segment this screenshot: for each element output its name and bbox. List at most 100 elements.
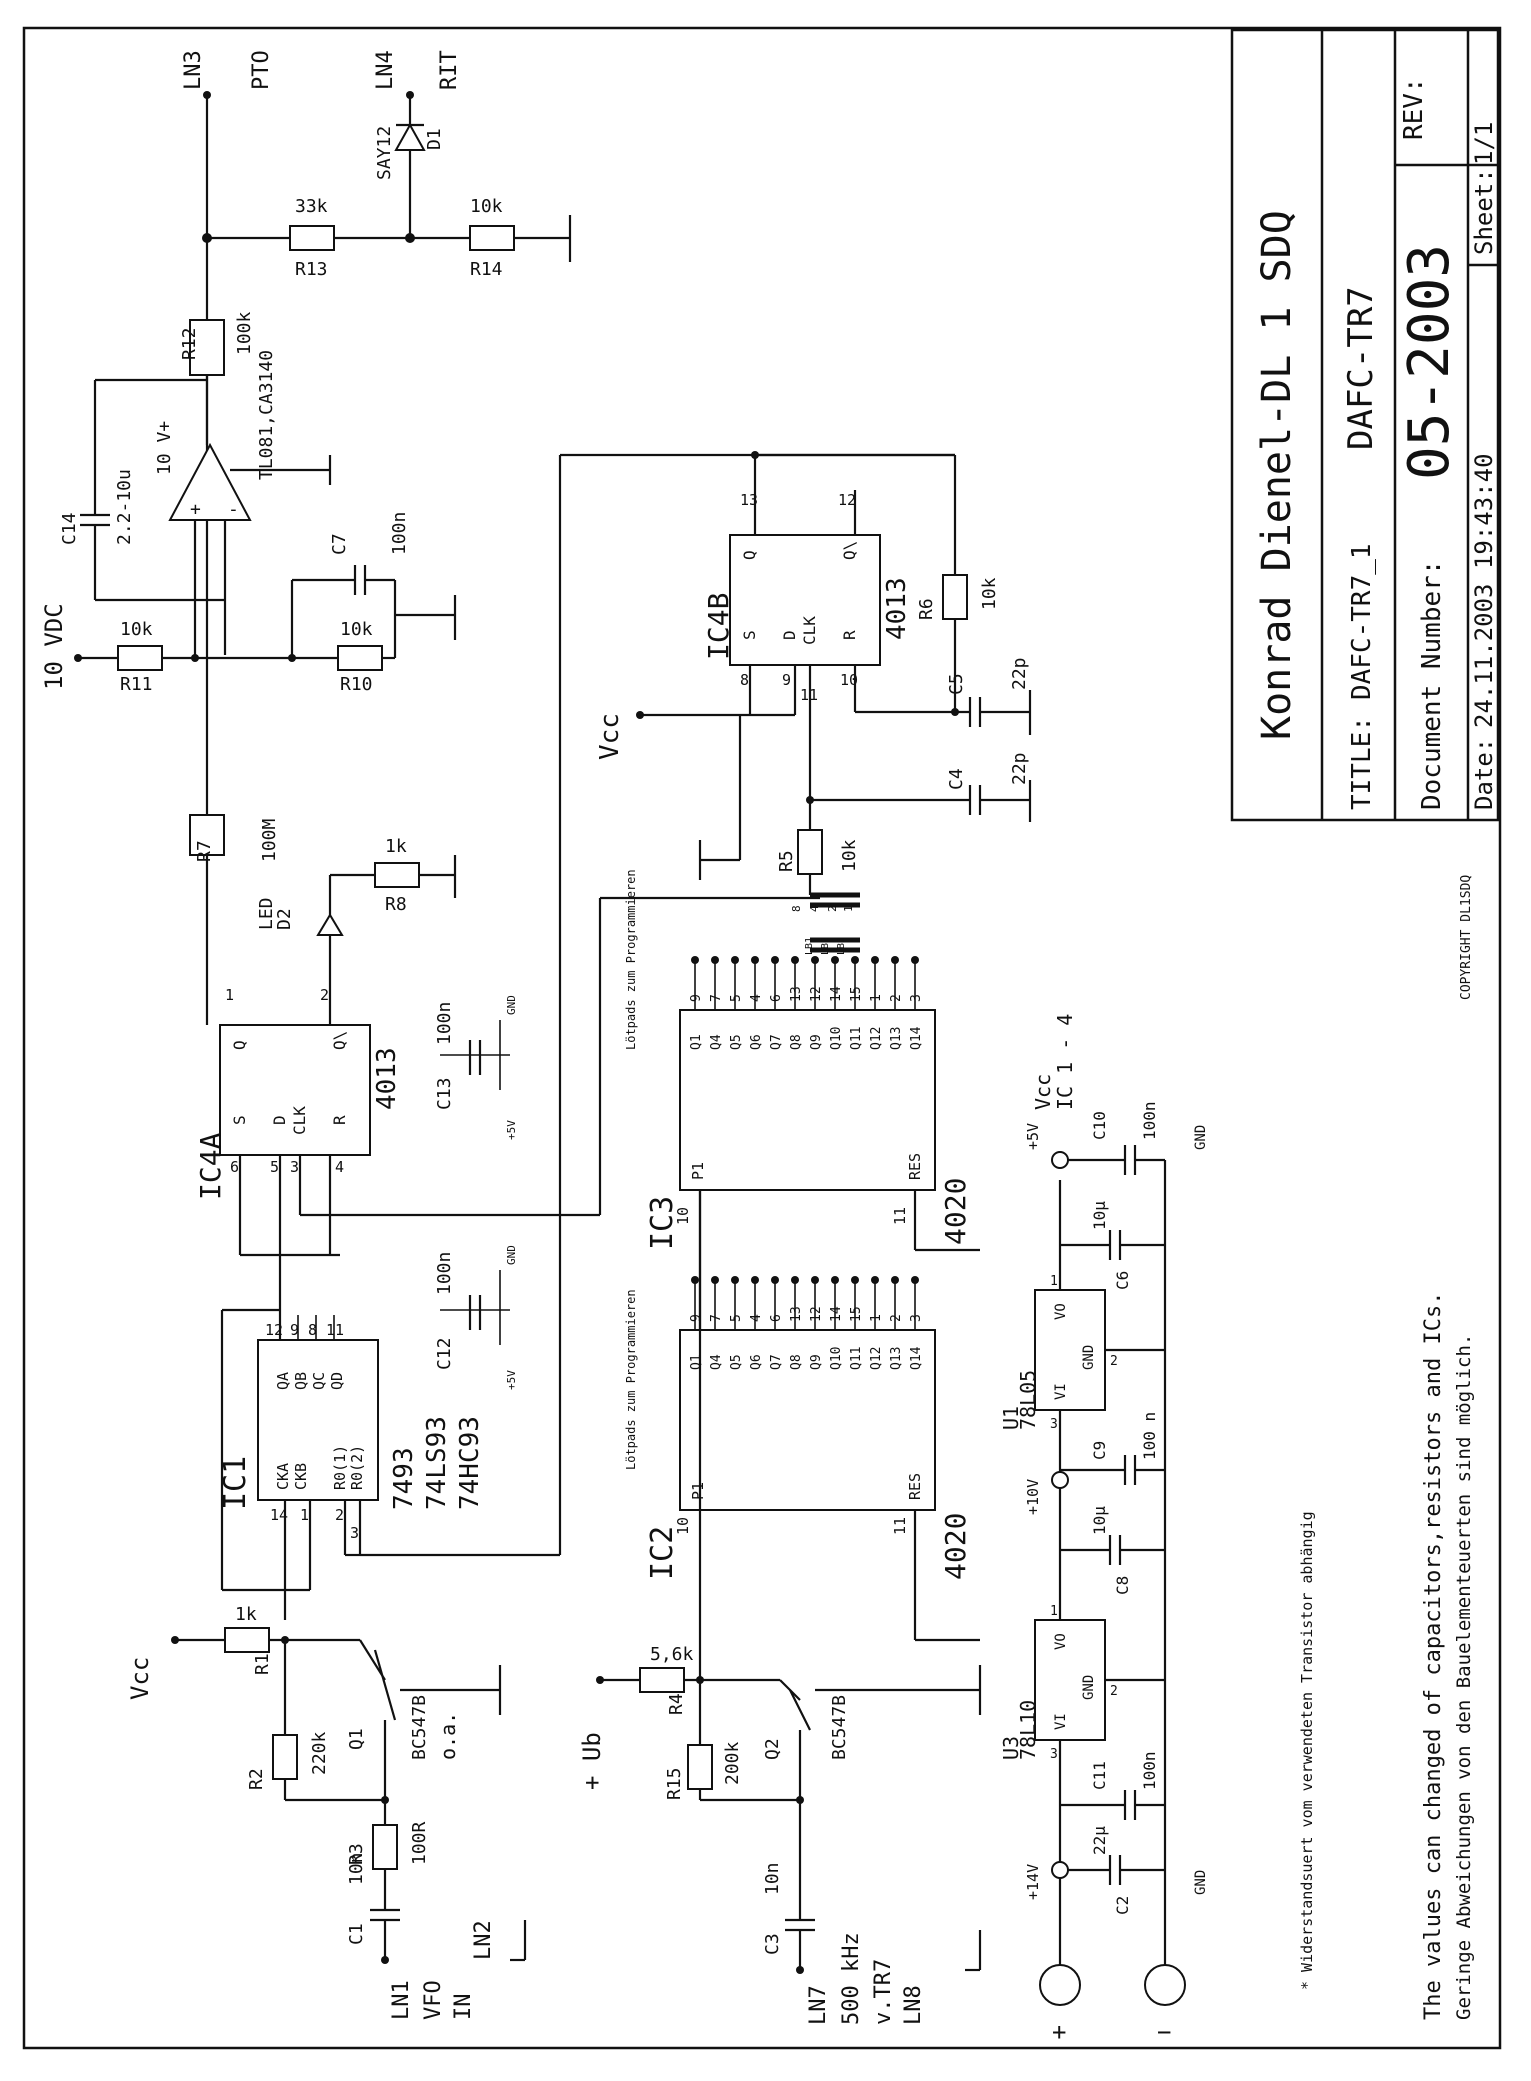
ic4b-pin-qn: Q\ [840, 541, 859, 560]
u1-pin2: 2 [1110, 1354, 1118, 1369]
c13-label: C13 [434, 1077, 455, 1110]
ic2-output-pin: 7 [709, 1314, 724, 1322]
c12-label: C12 [434, 1337, 455, 1370]
ic1-type1: 7493 [389, 1447, 419, 1510]
ic4b-pin8: 8 [740, 671, 749, 689]
title-label: TITLE: [1347, 716, 1377, 810]
c9-value: 100 n [1140, 1412, 1159, 1460]
r3-label: R3 [346, 1843, 367, 1865]
opamp-section: R12 100k 33k R13 10k R14 D1 SAY12 LN3 PT… [40, 50, 572, 1030]
c11-label: C11 [1090, 1761, 1109, 1790]
ic1-pin11: 11 [326, 1321, 344, 1339]
resistor-r8 [374, 862, 420, 888]
d1-type: SAY12 [374, 126, 395, 180]
ic3-solder-pad [891, 956, 899, 964]
c3-label: C3 [762, 1933, 783, 1955]
ic1-block: IC1 7493 74LS93 74HC93 CKA CKB R0(1) R0(… [218, 453, 955, 1620]
ic2-output-pin: 12 [809, 1306, 824, 1322]
ic2-output-label: Q5 [729, 1354, 744, 1370]
ic4a-pin6: 6 [230, 1158, 239, 1176]
u3-gnd: GND [1081, 1675, 1097, 1700]
q1-type: BC547B [409, 1695, 430, 1760]
ic3-output-pin: 7 [709, 994, 724, 1002]
q2-label: Q2 [762, 1738, 783, 1760]
u2-supply: 10 V+ [154, 421, 175, 475]
ic2-outputs: Q19Q47Q55Q64Q76Q813Q912Q1014Q1115Q121Q13… [689, 1276, 924, 1370]
ic1-pin12: 12 [265, 1321, 283, 1339]
c11-value: 100n [1140, 1751, 1159, 1790]
title-name: DAFC-TR7 [1341, 286, 1381, 450]
ic3-solder-pad [851, 956, 859, 964]
c8-label: C8 [1113, 1576, 1132, 1595]
ic2-output-pin: 9 [689, 1314, 704, 1322]
ic4a-pin5: 5 [270, 1158, 279, 1176]
u1-pin1: 1 [1050, 1274, 1058, 1289]
resistor-r10 [337, 645, 383, 671]
copyright: COPYRIGHT DL1SDQ [1459, 875, 1474, 1000]
d1-label: D1 [424, 128, 445, 150]
doc-number: 05-2003 [1397, 244, 1462, 480]
ic3-block: IC3 4020 P1 RES 10 11 Lötpads zum Progra… [624, 869, 980, 1330]
ic2-solder-pad [831, 1276, 839, 1284]
ic2-output-pin: 14 [829, 1306, 844, 1322]
ic4b-pin12: 12 [838, 491, 856, 509]
doc-number-label: Document Number: [1417, 560, 1447, 810]
r14-label: R14 [470, 259, 503, 280]
ic2-output-pin: 15 [849, 1306, 864, 1322]
r6-value: 10k [979, 577, 1000, 610]
ic1-pin2: 2 [335, 1506, 344, 1524]
ic3-output-pin: 4 [749, 994, 764, 1002]
ic1-label: IC1 [218, 1456, 253, 1510]
regulator-u3 [1034, 1619, 1106, 1741]
ic2-solder-pad [771, 1276, 779, 1284]
ic3-output-label: Q11 [849, 1027, 864, 1050]
v5-label: +5V [1024, 1123, 1042, 1150]
ic4a-pin2: 2 [320, 986, 329, 1004]
ic4a-type: 4013 [372, 1047, 402, 1110]
terminal-minus [1144, 1964, 1186, 2006]
ic3-type: 4020 [939, 1178, 972, 1245]
ic2-output-label: Q11 [849, 1347, 864, 1370]
c14-value: 2.2-10u [114, 469, 135, 545]
ic3-solder-pad [831, 956, 839, 964]
ic3-solder-pad [811, 956, 819, 964]
vfo-label: VFO [421, 1980, 446, 2020]
ic2-solder-pad [691, 1276, 699, 1284]
vcc-q1-label: Vcc [126, 1657, 154, 1700]
rev-label: REV: [1399, 77, 1429, 140]
vcc-ic4b-label: Vcc [595, 713, 625, 760]
ic3-output-label: Q4 [709, 1034, 724, 1050]
ic4a-box [219, 1024, 371, 1156]
ic4b-box [729, 534, 881, 666]
c9-label: C9 [1090, 1441, 1109, 1460]
ic2-solder-pad [871, 1276, 879, 1284]
ic4a-block: IC4A 4013 S D CLK R Q Q\ 6 5 3 4 1 2 C13… [194, 896, 820, 1390]
r10-label: R10 [340, 674, 373, 695]
c13-5v: +5V [505, 1120, 518, 1140]
ic2-box [679, 1329, 936, 1511]
r10-value: 10k [340, 619, 373, 640]
ub-label: + Ub [578, 1732, 606, 1790]
ic3-solder-pad [751, 956, 759, 964]
ic4a-pin-q: Q [230, 1040, 249, 1050]
c5-value: 22p [1009, 657, 1030, 690]
ic3-output-label: Q13 [889, 1027, 904, 1050]
vcc-ic-label: Vcc [1031, 1074, 1055, 1110]
ic2-output-label: Q14 [909, 1346, 924, 1370]
vdc-label: 10 VDC [40, 603, 68, 690]
ic4b-pin-q: Q [740, 550, 759, 560]
ic3-output-pin: 15 [849, 986, 864, 1002]
c5-label: C5 [946, 673, 967, 695]
lb1-label: LB1 [804, 937, 815, 955]
resistor-r7 [189, 814, 225, 856]
ic2-output-label: Q1 [689, 1354, 704, 1370]
u3-type: 78L10 [1016, 1700, 1040, 1760]
ic3-output-label: Q9 [809, 1034, 824, 1050]
ic3-output-label: Q5 [729, 1034, 744, 1050]
u2-type: TL081,CA3140 [256, 350, 277, 480]
ic1-qd: QD [328, 1372, 346, 1390]
ic4a-pin-s: S [230, 1115, 249, 1125]
gnd-label-1: GND [1193, 1125, 1209, 1150]
ln1-label: LN1 [389, 1980, 414, 2020]
resistor-r2 [272, 1734, 298, 1780]
